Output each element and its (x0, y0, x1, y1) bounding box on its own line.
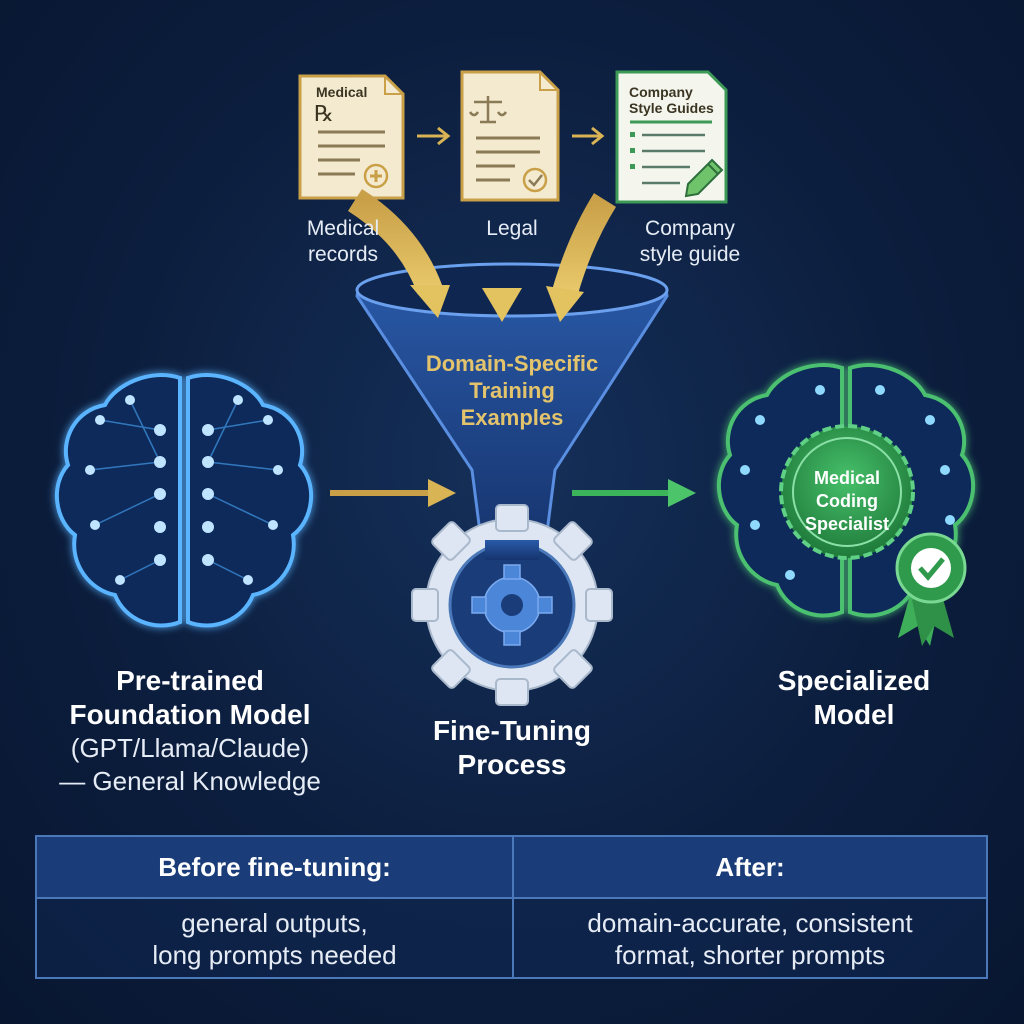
caption-line: Legal (486, 217, 538, 240)
rx-glyph: ℞ (314, 102, 334, 127)
caption-line: records (307, 243, 379, 266)
arrow-to-specialized (572, 479, 696, 507)
specialist-badge-icon (779, 424, 915, 560)
arrow-to-process (330, 479, 456, 507)
badge-line: Medical (813, 468, 881, 488)
flow-arrow-right (546, 193, 617, 322)
flow-arrow-left (347, 189, 450, 318)
after-header: After: (514, 837, 986, 897)
document-arrow-1 (417, 126, 451, 146)
funnel-label: Domain-Specific Training Examples (392, 350, 632, 431)
specialized-model-label: Specialized Model (734, 664, 974, 732)
style-guide-document-icon (615, 70, 728, 204)
before-cell: general outputs, long prompts needed (37, 899, 512, 979)
caption-line: style guide (639, 243, 741, 266)
legal-document-icon (460, 70, 560, 202)
checkmark-ribbon-icon (895, 532, 967, 646)
medical-records-caption: Medical records (278, 216, 408, 268)
cell-line: domain-accurate, consistent (587, 908, 913, 938)
badge-label: Medical Coding Specialist (787, 467, 907, 536)
cell-line: format, shorter prompts (614, 940, 886, 970)
gear-icon (411, 504, 613, 706)
foundation-model-label: Pre-trained Foundation Model (GPT/Llama/… (20, 664, 360, 798)
label-line: Specialized (777, 665, 931, 696)
style-guide-caption: Company style guide (620, 216, 760, 268)
label-line: Fine-Tuning (432, 715, 592, 746)
scales-icon (468, 96, 508, 124)
legal-caption: Legal (462, 216, 562, 242)
document-arrow-2 (572, 126, 605, 146)
cell-line: general outputs, (181, 908, 368, 938)
process-label: Fine-Tuning Process (400, 714, 624, 782)
table-divider-horizontal (37, 897, 986, 899)
label-line: Pre-trained (116, 665, 264, 696)
badge-line: Specialist (804, 514, 890, 534)
label-line: — General Knowledge (59, 766, 321, 796)
table-divider-vertical (512, 837, 514, 977)
before-header: Before fine-tuning: (37, 837, 512, 897)
funnel-line: Domain-Specific (425, 351, 599, 376)
cell-line: long prompts needed (152, 940, 397, 970)
medical-document-icon (298, 74, 405, 200)
caption-line: Medical (306, 217, 380, 240)
label-line: Process (457, 749, 567, 780)
medical-doc-title: Medical (316, 84, 368, 100)
badge-line: Coding (816, 491, 878, 511)
label-line: (GPT/Llama/Claude) (70, 733, 310, 763)
label-line: Foundation Model (69, 699, 311, 730)
flow-arrow-center (482, 202, 522, 322)
style-guide-doc-title-1: Company (629, 84, 693, 100)
caption-line: Company (645, 217, 735, 240)
after-cell: domain-accurate, consistent format, shor… (514, 899, 986, 979)
pencil-icon (684, 158, 724, 198)
foundation-brain-icon (54, 373, 314, 628)
style-guide-doc-title-2: Style Guides (629, 100, 714, 116)
funnel-line: Examples (460, 405, 564, 430)
funnel-line: Training (469, 378, 555, 403)
comparison-table: Before fine-tuning: After: general outpu… (35, 835, 988, 979)
label-line: Model (813, 699, 895, 730)
